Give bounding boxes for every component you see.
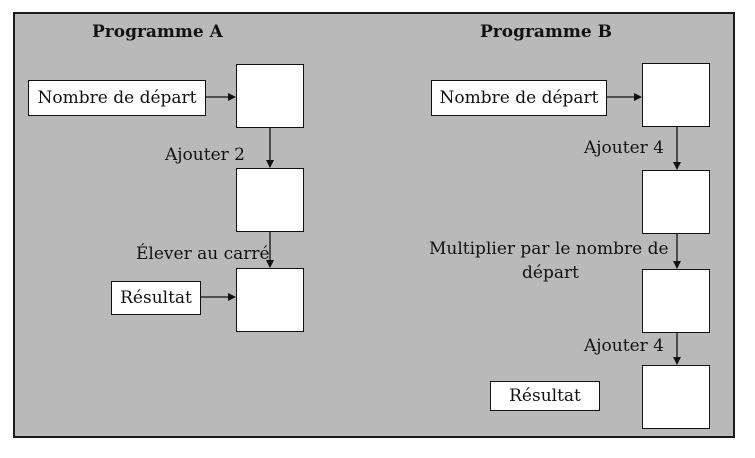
program-a-title: Programme A (92, 22, 223, 42)
program-a-step1-label: Ajouter 2 (165, 145, 245, 165)
program-b-result-label: Résultat (490, 381, 600, 411)
program-b-step2-label-line2: départ (522, 263, 579, 283)
program-b-start-label: Nombre de départ (431, 80, 607, 116)
program-a-start-label: Nombre de départ (28, 80, 206, 116)
program-b-box-4 (642, 365, 710, 429)
program-b-title: Programme B (480, 22, 613, 42)
program-b-step1-label: Ajouter 4 (584, 138, 664, 158)
program-b-box-2 (642, 170, 710, 234)
program-a-box-3 (236, 268, 304, 332)
program-b-step3-label: Ajouter 4 (584, 336, 664, 356)
program-a-box-1 (236, 64, 304, 128)
program-b-box-1 (642, 63, 710, 127)
program-b-box-3 (642, 269, 710, 333)
program-a-box-2 (236, 168, 304, 232)
program-b-step2-label-line1: Multiplier par le nombre de (429, 239, 669, 259)
program-a-result-label: Résultat (111, 281, 201, 315)
program-a-step2-label: Élever au carré (136, 244, 270, 264)
